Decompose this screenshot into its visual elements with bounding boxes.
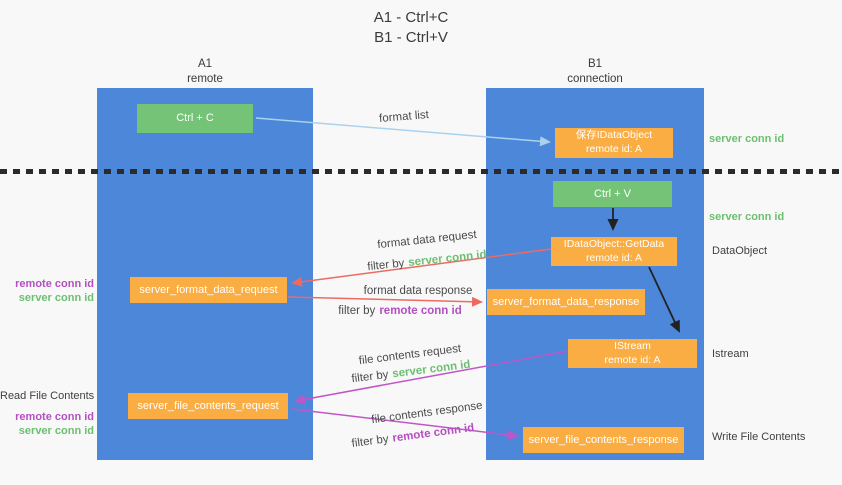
istream-side-label: Istream [712, 348, 749, 360]
server-conn-id-text: server conn id [391, 358, 472, 381]
save-idataobject-title: 保存IDataObject [575, 129, 653, 142]
getdata-node: IDataObject::GetData remote id: A [551, 237, 677, 266]
session-divider-line [0, 169, 842, 174]
istream-remote-id: remote id: A [604, 353, 661, 366]
format-data-response-label: format data response [363, 285, 473, 297]
ctrl-c-node: Ctrl + C [137, 104, 253, 133]
format-conn-id-group: remote conn id server conn id [0, 278, 94, 306]
server-conn-id-label-format: server conn id [18, 291, 94, 304]
getdata-remote-id: remote id: A [585, 251, 643, 264]
server-file-contents-request-label: server_file_contents_request [137, 399, 279, 412]
server-format-data-request-node: server_format_data_request [130, 277, 287, 303]
lane-b1-name: B1 [587, 58, 603, 70]
server-format-data-response-label: server_format_data_response [492, 295, 640, 308]
server-file-contents-response-label: server_file_contents_response [528, 433, 679, 446]
write-file-contents-label: Write File Contents [712, 431, 806, 443]
server-conn-id-label-file: server conn id [18, 424, 94, 437]
server-conn-id-label-save: server conn id [709, 133, 785, 145]
save-idataobject-node: 保存IDataObject remote id: A [555, 128, 673, 158]
title-line-copy: A1 - Ctrl+C [373, 9, 449, 26]
ctrl-v-node: Ctrl + V [553, 181, 672, 207]
format-response-arrow [287, 296, 483, 307]
save-idataobject-remote-id: remote id: A [585, 143, 643, 155]
dataobject-label: DataObject [712, 245, 768, 257]
remote-conn-id-text: remote conn id [379, 305, 462, 317]
ctrl-v-label: Ctrl + V [594, 187, 631, 200]
ctrl-c-label: Ctrl + C [176, 112, 214, 125]
server-conn-id-label-paste: server conn id [709, 211, 785, 223]
format-list-label: format list [378, 109, 430, 125]
server-file-contents-response-node: server_file_contents_response [523, 427, 684, 453]
lane-b1-header: B1 connection [515, 57, 675, 87]
server-format-data-response-node: server_format_data_response [487, 289, 645, 315]
read-file-contents-label: Read File Contents [0, 390, 95, 402]
istream-node: IStream remote id: A [568, 339, 697, 368]
lane-a1-name: A1 [197, 58, 213, 70]
filter-by-text: filter by [350, 433, 390, 451]
remote-conn-id-label-file: remote conn id [15, 410, 94, 423]
lane-a1-subtitle: remote [187, 72, 223, 85]
remote-conn-id-text: remote conn id [391, 421, 476, 445]
filter-by-text: filter by [350, 368, 390, 386]
file-conn-id-group: Read File Contents remote conn id server… [0, 390, 94, 438]
filter-by-text: filter by [338, 305, 376, 317]
title-line-paste: B1 - Ctrl+V [374, 29, 448, 47]
format-data-request-label: format data request [376, 228, 478, 252]
diagram-title: A1 - Ctrl+C B1 - Ctrl+V [374, 8, 449, 49]
server-file-contents-request-node: server_file_contents_request [128, 393, 288, 419]
filter-by-text: filter by [366, 257, 405, 274]
lane-a1-header: A1 remote [125, 57, 285, 87]
lane-b1-subtitle: connection [567, 72, 623, 85]
server-format-data-request-label: server_format_data_request [139, 283, 278, 296]
getdata-title: IDataObject::GetData [563, 237, 665, 250]
istream-title: IStream [614, 339, 651, 352]
server-conn-id-text: server conn id [407, 248, 488, 269]
remote-conn-id-label-format: remote conn id [15, 278, 94, 290]
